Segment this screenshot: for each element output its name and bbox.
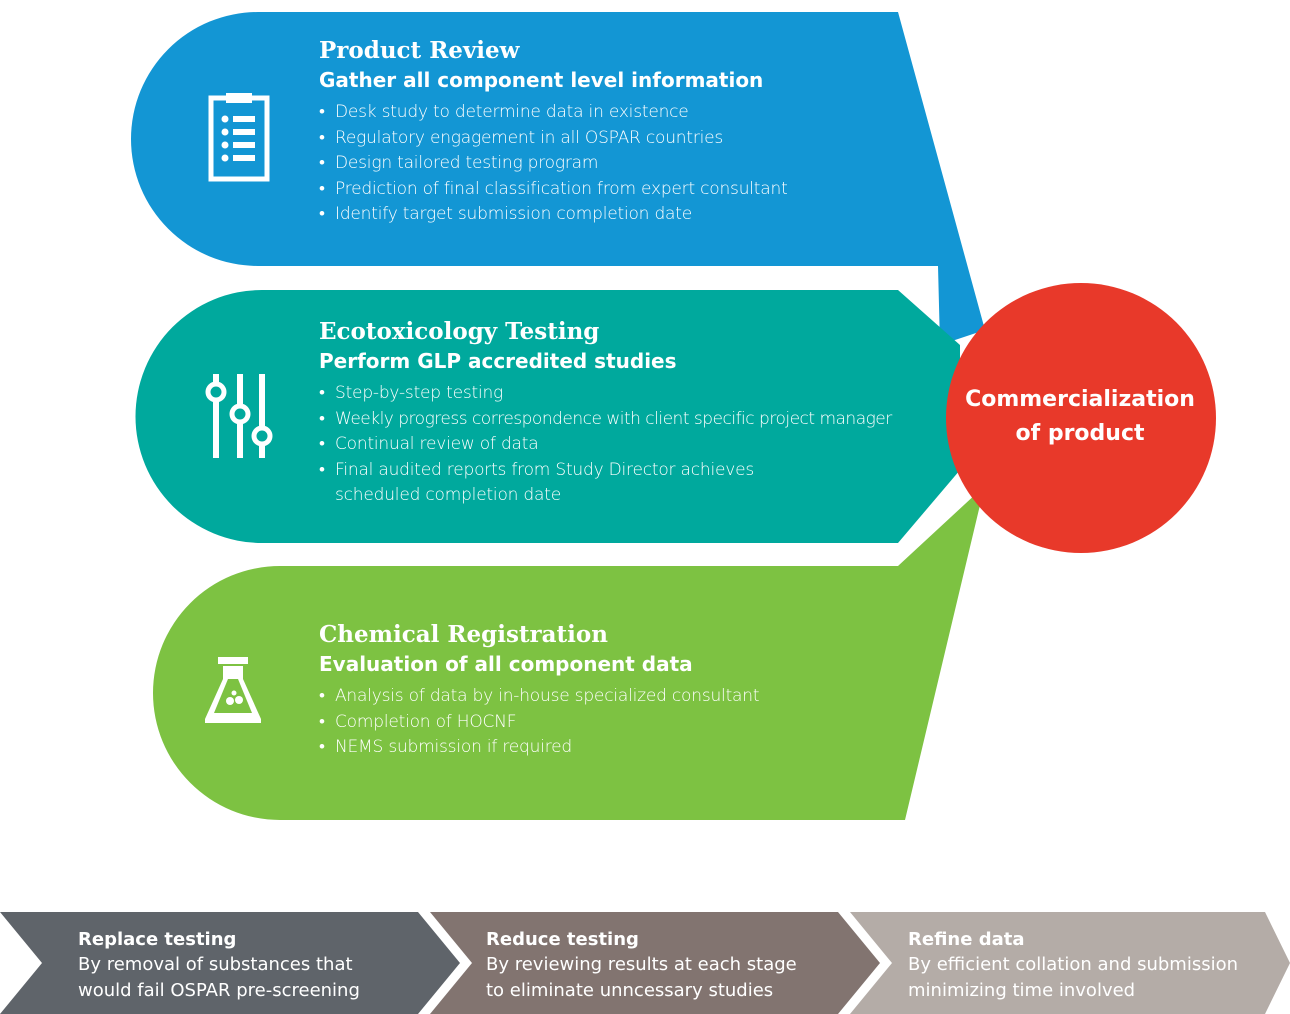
panel-subtitle: Evaluation of all component data	[319, 652, 693, 676]
bullet-item: Step-by-step testing	[319, 381, 929, 407]
bullet-item: Prediction of final classification from …	[319, 177, 919, 203]
outcome-circle	[946, 283, 1216, 553]
arrow-refine-data: Refine data By efficient collation and s…	[908, 928, 1238, 1004]
arrow-title: Reduce testing	[486, 929, 639, 950]
panel-subtitle: Perform GLP accredited studies	[319, 349, 677, 373]
bullet-list: Desk study to determine data in existenc…	[319, 100, 919, 228]
clipboard-checklist-icon	[208, 92, 270, 187]
panel-chemical-registration: Chemical Registration Evaluation of all …	[319, 620, 879, 761]
bullet-item: Regulatory engagement in all OSPAR count…	[319, 126, 919, 152]
panel-title: Product Review	[319, 37, 520, 64]
arrow-line: would fail OSPAR pre-screening	[78, 980, 360, 1001]
arrow-line: minimizing time involved	[908, 980, 1136, 1001]
bullet-item: NEMS submission if required	[319, 735, 879, 761]
panel-subtitle: Gather all component level information	[319, 68, 764, 92]
arrow-line: By efficient collation and submission	[908, 954, 1239, 975]
arrow-line: to eliminate unncessary studies	[486, 980, 774, 1001]
sliders-icon	[204, 372, 274, 465]
arrow-replace-shape	[0, 912, 460, 1014]
arrow-title: Refine data	[908, 929, 1025, 950]
bullet-list: Analysis of data by in-house specialized…	[319, 684, 879, 761]
arrow-reduce-shape	[430, 912, 880, 1014]
bullet-item: Final audited reports from Study Directo…	[319, 458, 795, 509]
bullet-item: Continual review of data	[319, 432, 929, 458]
bullet-item: Weekly progress correspondence with clie…	[319, 407, 929, 433]
bullet-item: Completion of HOCNF	[319, 710, 879, 736]
bullet-item: Desk study to determine data in existenc…	[319, 100, 919, 126]
arrow-line: By reviewing results at each stage	[486, 954, 797, 975]
lab-flask-icon	[203, 655, 263, 730]
bullet-list: Step-by-step testing Weekly progress cor…	[319, 381, 929, 509]
panel-product-review: Product Review Gather all component leve…	[319, 36, 919, 228]
bullet-item: Identify target submission completion da…	[319, 202, 919, 228]
arrow-title: Replace testing	[78, 929, 237, 950]
outcome-label: Commercialization of product	[948, 383, 1212, 451]
panel-title: Ecotoxicology Testing	[319, 318, 600, 345]
arrow-refine-shape	[850, 912, 1290, 1014]
bullet-item: Analysis of data by in-house specialized…	[319, 684, 879, 710]
outcome-line-1: Commercialization	[965, 387, 1195, 412]
arrow-reduce-testing: Reduce testing By reviewing results at e…	[486, 928, 797, 1004]
bullet-item: Design tailored testing program	[319, 151, 919, 177]
panel-title: Chemical Registration	[319, 621, 608, 648]
arrow-line: By removal of substances that	[78, 954, 353, 975]
outcome-line-2: of product	[1015, 421, 1145, 446]
arrow-replace-testing: Replace testing By removal of substances…	[78, 928, 360, 1004]
panel-ecotoxicology-testing: Ecotoxicology Testing Perform GLP accred…	[319, 317, 929, 509]
